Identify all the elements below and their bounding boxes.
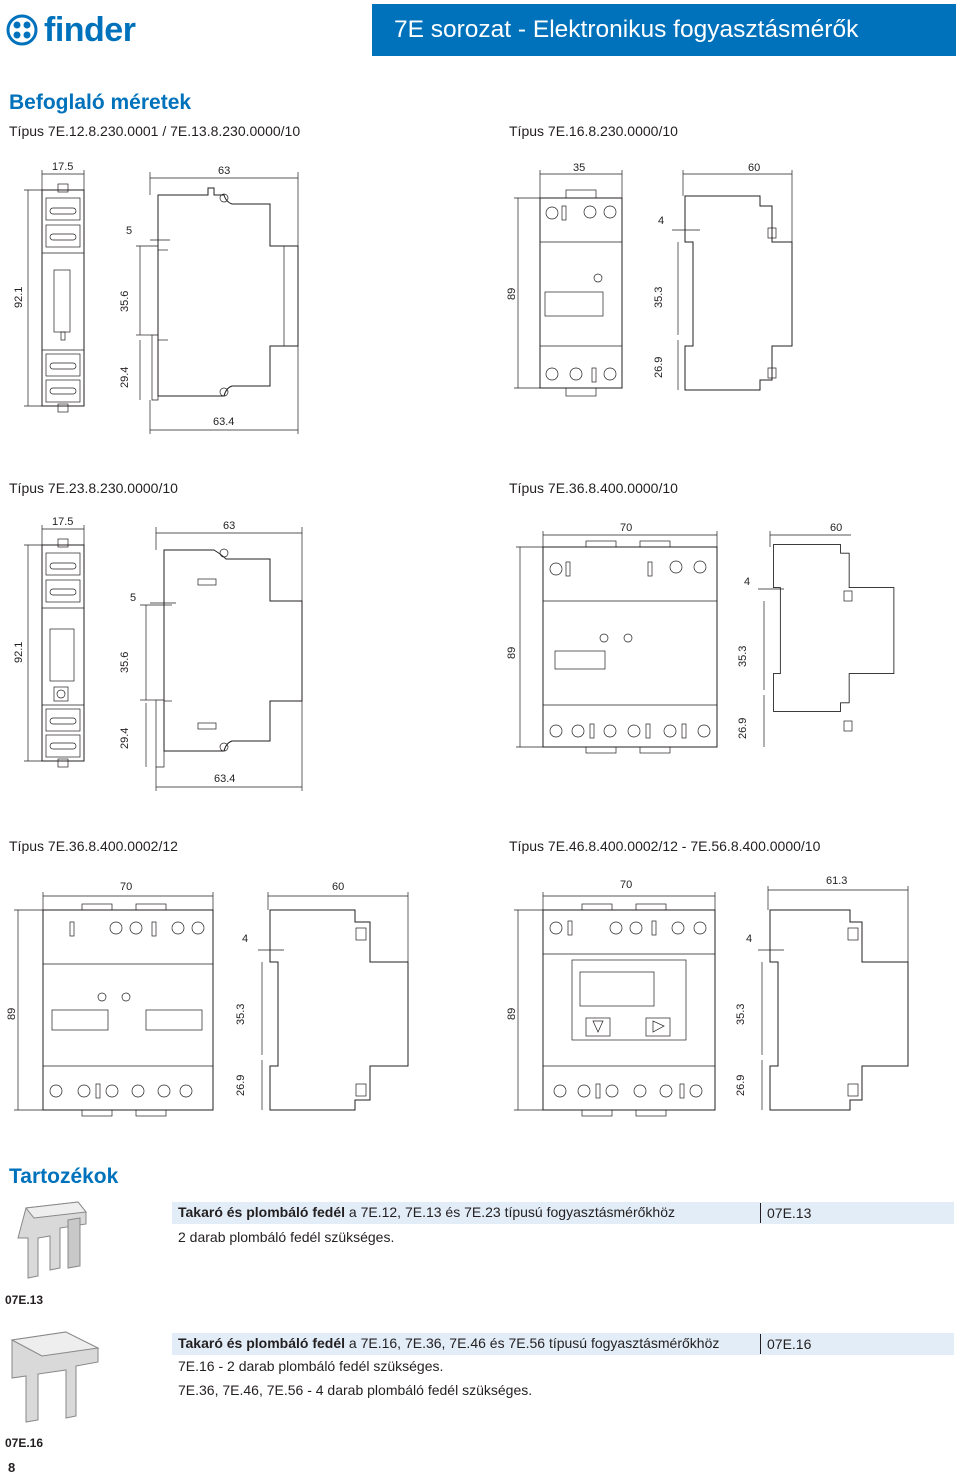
side-view bbox=[155, 548, 303, 768]
accessory-title-2-bold: Takaró és plombáló fedél bbox=[178, 1335, 346, 1351]
side-view bbox=[769, 909, 909, 1111]
accessory-image-07e13 bbox=[17, 1201, 87, 1279]
side-view bbox=[269, 909, 409, 1111]
dim-front-width: 17.5 bbox=[52, 161, 73, 173]
accessory-note-1-1: 2 darab plombáló fedél szükséges. bbox=[178, 1229, 395, 1245]
dim-bottom-depth: 63.4 bbox=[213, 416, 234, 428]
front-view bbox=[542, 903, 716, 1117]
type-label-4: Típus 7E.36.8.400.0000/10 bbox=[509, 480, 678, 496]
dim-height: 92.1 bbox=[13, 287, 25, 308]
front-view bbox=[42, 903, 214, 1117]
dim-height: 89 bbox=[506, 647, 518, 659]
dim-height: 89 bbox=[6, 1008, 18, 1020]
dim-height: 89 bbox=[506, 1008, 518, 1020]
type-label-1: Típus 7E.12.8.230.0001 / 7E.13.8.230.000… bbox=[9, 123, 301, 139]
brand-name: finder bbox=[44, 11, 136, 49]
page-title: 7E sorozat - Elektronikus fogyasztásmérő… bbox=[394, 16, 859, 43]
dim-side-depth: 60 bbox=[332, 881, 344, 893]
drawing-3: 17.5 92.1 63 5 35.6 29.4 63.4 bbox=[13, 516, 303, 791]
front-view bbox=[539, 189, 623, 397]
dim-side-depth: 61.3 bbox=[826, 875, 847, 887]
type-label-5: Típus 7E.36.8.400.0002/12 bbox=[9, 838, 178, 854]
accessory-title-1: Takaró és plombáló fedél a 7E.12, 7E.13 … bbox=[178, 1204, 675, 1220]
dim-side-depth: 63 bbox=[218, 165, 230, 177]
dim-upper: 35.3 bbox=[235, 1004, 247, 1025]
dim-lower: 26.9 bbox=[235, 1075, 247, 1096]
dimensions-heading: Befoglaló méretek bbox=[9, 91, 192, 114]
dim-front-width: 17.5 bbox=[52, 516, 73, 528]
drawing-2: 35 89 60 4 35.3 26.9 bbox=[506, 162, 793, 397]
drawing-6: 70 89 61.3 4 35.3 26.9 bbox=[506, 875, 909, 1117]
type-label-2: Típus 7E.16.8.230.0000/10 bbox=[509, 123, 678, 139]
side-view bbox=[684, 195, 793, 391]
dim-offset: 4 bbox=[658, 215, 664, 227]
dim-height: 92.1 bbox=[13, 642, 25, 663]
dim-lower: 29.4 bbox=[119, 367, 131, 388]
side-view bbox=[151, 187, 299, 401]
dim-side-depth: 60 bbox=[748, 162, 760, 174]
dim-lower: 29.4 bbox=[119, 728, 131, 749]
accessory-note-2-2: 7E.36, 7E.46, 7E.56 - 4 darab plombáló f… bbox=[178, 1382, 533, 1398]
type-label-6: Típus 7E.46.8.400.0002/12 - 7E.56.8.400.… bbox=[509, 838, 821, 854]
dim-lower: 26.9 bbox=[735, 1075, 747, 1096]
accessory-title-2-rest: a 7E.16, 7E.36, 7E.46 és 7E.56 típusú fo… bbox=[345, 1335, 720, 1351]
accessory-note-2-1: 7E.16 - 2 darab plombáló fedél szükséges… bbox=[178, 1358, 444, 1374]
dim-upper: 35.3 bbox=[735, 1004, 747, 1025]
dim-upper: 35.6 bbox=[119, 291, 131, 312]
accessories-heading: Tartozékok bbox=[9, 1165, 119, 1188]
accessory-title-1-bold: Takaró és plombáló fedél bbox=[178, 1204, 346, 1220]
dim-upper: 35.3 bbox=[737, 646, 749, 667]
finder-logo-icon bbox=[6, 14, 38, 46]
dim-offset: 4 bbox=[744, 576, 750, 588]
accessory-image-label-2: 07E.16 bbox=[5, 1436, 44, 1450]
dim-bottom-depth: 63.4 bbox=[214, 773, 235, 785]
accessory-image-07e16 bbox=[10, 1331, 100, 1423]
accessory-image-label-1: 07E.13 bbox=[5, 1293, 44, 1307]
dim-offset: 4 bbox=[746, 933, 752, 945]
dim-upper: 35.3 bbox=[653, 287, 665, 308]
dim-top-step: 5 bbox=[130, 592, 136, 604]
accessory-title-2: Takaró és plombáló fedél a 7E.16, 7E.36,… bbox=[178, 1335, 719, 1351]
dim-side-depth: 63 bbox=[223, 520, 235, 532]
dim-offset: 4 bbox=[242, 933, 248, 945]
dim-lower: 26.9 bbox=[653, 357, 665, 378]
accessory-code-1: 07E.13 bbox=[760, 1203, 811, 1223]
accessory-code-2: 07E.16 bbox=[760, 1334, 811, 1354]
dim-front-width: 35 bbox=[573, 162, 585, 174]
dim-top-step: 5 bbox=[126, 225, 132, 237]
dim-front-width: 70 bbox=[620, 879, 632, 891]
front-view bbox=[542, 540, 718, 754]
front-view bbox=[41, 538, 85, 768]
drawing-5: 70 89 60 4 35.3 26.9 bbox=[6, 881, 409, 1117]
dim-side-depth: 60 bbox=[830, 522, 842, 534]
type-label-3: Típus 7E.23.8.230.0000/10 bbox=[9, 480, 178, 496]
accessory-row-1 bbox=[172, 1202, 954, 1224]
front-view bbox=[41, 183, 85, 413]
accessory-title-1-rest: a 7E.12, 7E.13 és 7E.23 típusú fogyasztá… bbox=[345, 1204, 675, 1220]
dim-front-width: 70 bbox=[120, 881, 132, 893]
drawing-4: 70 89 60 4 35.3 26.9 bbox=[506, 522, 895, 754]
drawing-1: 17.5 92.1 63 5 35.6 29.4 63.4 bbox=[13, 161, 299, 434]
dim-lower: 26.9 bbox=[737, 718, 749, 739]
dim-height: 89 bbox=[506, 288, 518, 300]
dim-upper: 35.6 bbox=[119, 652, 131, 673]
side-view bbox=[773, 544, 895, 732]
dim-front-width: 70 bbox=[620, 522, 632, 534]
page-number: 8 bbox=[8, 1460, 16, 1475]
page-title-bar: 7E sorozat - Elektronikus fogyasztásmérő… bbox=[372, 4, 956, 56]
accessory-row-2 bbox=[172, 1333, 954, 1355]
finder-logo: finder bbox=[6, 8, 136, 52]
